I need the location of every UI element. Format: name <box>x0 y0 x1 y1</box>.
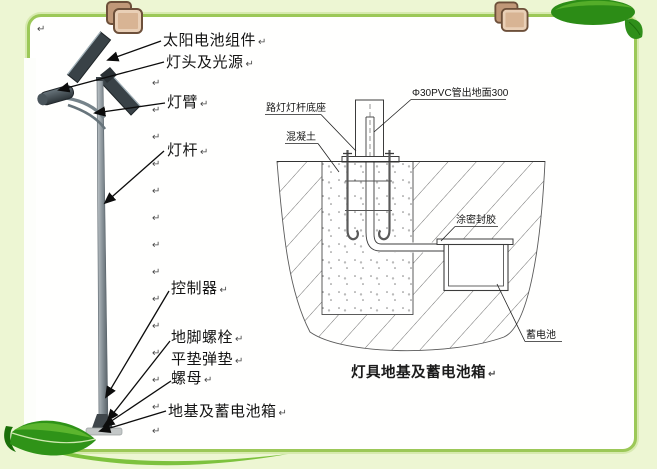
photo-backdrop <box>24 58 36 438</box>
label-controller: 控制器↵ <box>171 281 228 297</box>
label-lamp-pole: 灯杆↵ <box>167 143 208 159</box>
return-mark-icon: ↵ <box>204 375 213 386</box>
label-foundation-box: 地基及蓄电池箱↵ <box>168 404 287 420</box>
caption-text: 灯具地基及蓄电池箱 <box>351 365 486 381</box>
return-mark-icon: ↵ <box>152 348 161 359</box>
leaf-swoosh <box>58 451 288 466</box>
return-mark-icon: ↵ <box>200 147 209 158</box>
label-text: 灯头及光源 <box>166 54 244 71</box>
return-mark-icon: ↵ <box>152 105 161 116</box>
return-mark-icon: ↵ <box>219 285 228 296</box>
label-nut: 螺母↵ <box>171 371 212 387</box>
label-text: 灯臂 <box>167 94 199 111</box>
return-mark-icon: ↵ <box>488 369 497 380</box>
content-frame <box>27 14 637 452</box>
return-mark-icon: ↵ <box>37 24 46 35</box>
clip-front <box>113 8 143 34</box>
label-solar-module: 太阳电池组件↵ <box>163 33 266 49</box>
label-washers: 平垫弹垫↵ <box>171 352 243 368</box>
leaf-curl <box>4 426 16 452</box>
label-lamp-head: 灯头及光源↵ <box>166 55 254 71</box>
return-mark-icon: ↵ <box>258 37 267 48</box>
label-text: 平垫弹垫 <box>171 351 234 368</box>
return-mark-icon: ↵ <box>152 132 161 143</box>
clip-icon <box>104 1 144 39</box>
return-mark-icon: ↵ <box>235 356 244 367</box>
return-mark-icon: ↵ <box>152 294 161 305</box>
return-mark-icon: ↵ <box>152 159 161 170</box>
label-anchor-bolt: 地脚螺栓↵ <box>171 330 243 346</box>
label-text: 地脚螺栓 <box>171 329 234 346</box>
return-mark-icon: ↵ <box>152 375 161 386</box>
return-mark-icon: ↵ <box>152 402 161 413</box>
label-text: 太阳电池组件 <box>163 32 257 49</box>
return-mark-icon: ↵ <box>152 267 161 278</box>
label-text: 螺母 <box>171 370 203 387</box>
diagram-caption: 灯具地基及蓄电池箱↵ <box>351 361 496 382</box>
label-lamp-arm: 灯臂↵ <box>167 95 208 111</box>
label-text: 地基及蓄电池箱 <box>168 403 277 420</box>
return-mark-icon: ↵ <box>278 408 287 419</box>
return-mark-icon: ↵ <box>152 213 161 224</box>
return-mark-icon: ↵ <box>152 426 161 437</box>
clip-icon <box>493 1 530 37</box>
return-mark-icon: ↵ <box>152 240 161 251</box>
return-mark-icon: ↵ <box>152 78 161 89</box>
return-mark-icon: ↵ <box>152 321 161 332</box>
label-text: 灯杆 <box>167 142 199 159</box>
leaf-highlight <box>555 0 633 10</box>
clip-front <box>500 7 529 32</box>
return-mark-icon: ↵ <box>245 59 254 70</box>
return-mark-icon: ↵ <box>235 334 244 345</box>
return-mark-icon: ↵ <box>200 99 209 110</box>
label-text: 控制器 <box>171 280 218 297</box>
return-mark-icon: ↵ <box>152 186 161 197</box>
